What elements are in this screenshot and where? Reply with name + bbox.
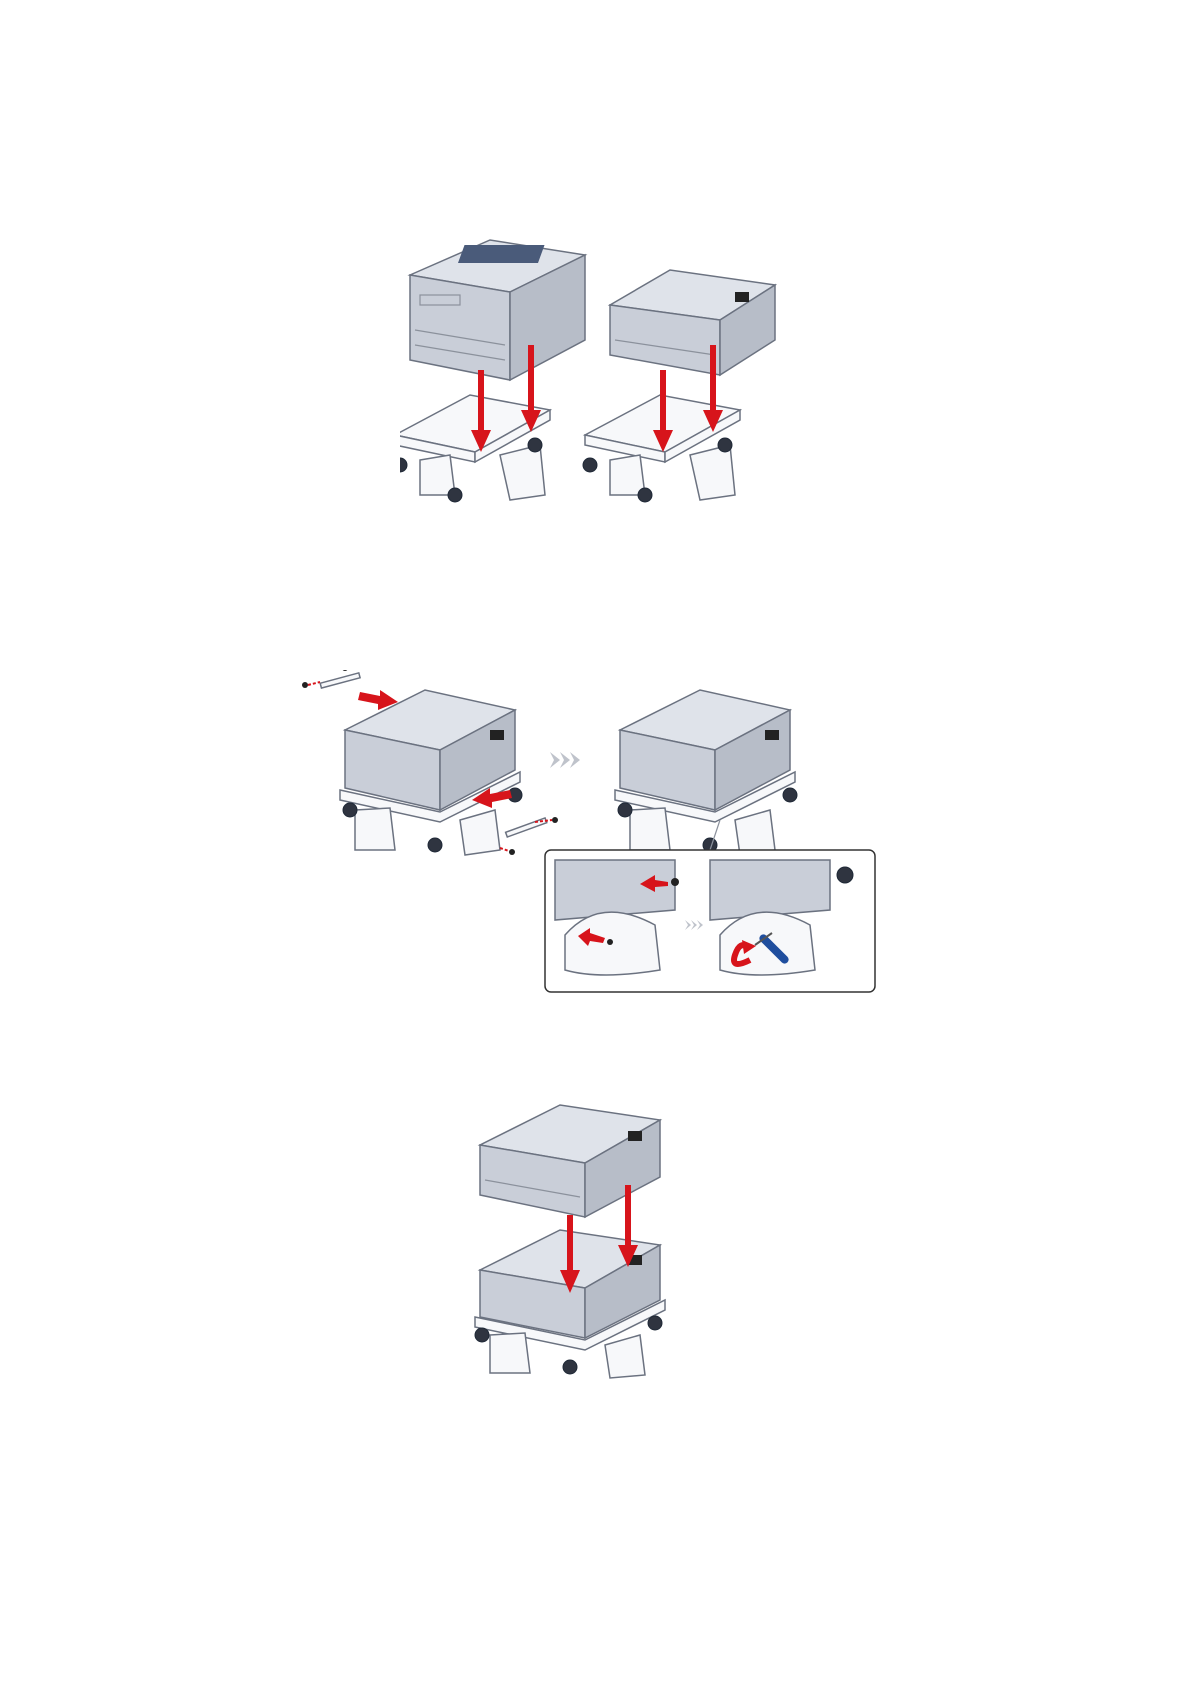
screw-icon — [500, 848, 515, 855]
optional-tray-illustration — [610, 270, 775, 375]
figure-stack-tray-on-tray — [470, 1095, 730, 1385]
upper-optional-tray — [480, 1105, 660, 1217]
screw-icon — [342, 670, 348, 671]
screw-icon — [302, 682, 320, 688]
tray-on-caster-base-right — [615, 690, 797, 855]
printer-illustration — [410, 240, 585, 380]
detail-inset — [545, 850, 875, 992]
tray-on-caster-base-left — [340, 690, 522, 855]
bracket-icon — [320, 673, 360, 688]
screw-icon — [671, 878, 679, 886]
screw-icon — [607, 939, 613, 945]
figure-printer-and-tray-on-caster-bases — [400, 230, 820, 550]
sequence-chevron-icon — [550, 752, 580, 768]
figure-attach-brackets — [300, 670, 900, 1000]
